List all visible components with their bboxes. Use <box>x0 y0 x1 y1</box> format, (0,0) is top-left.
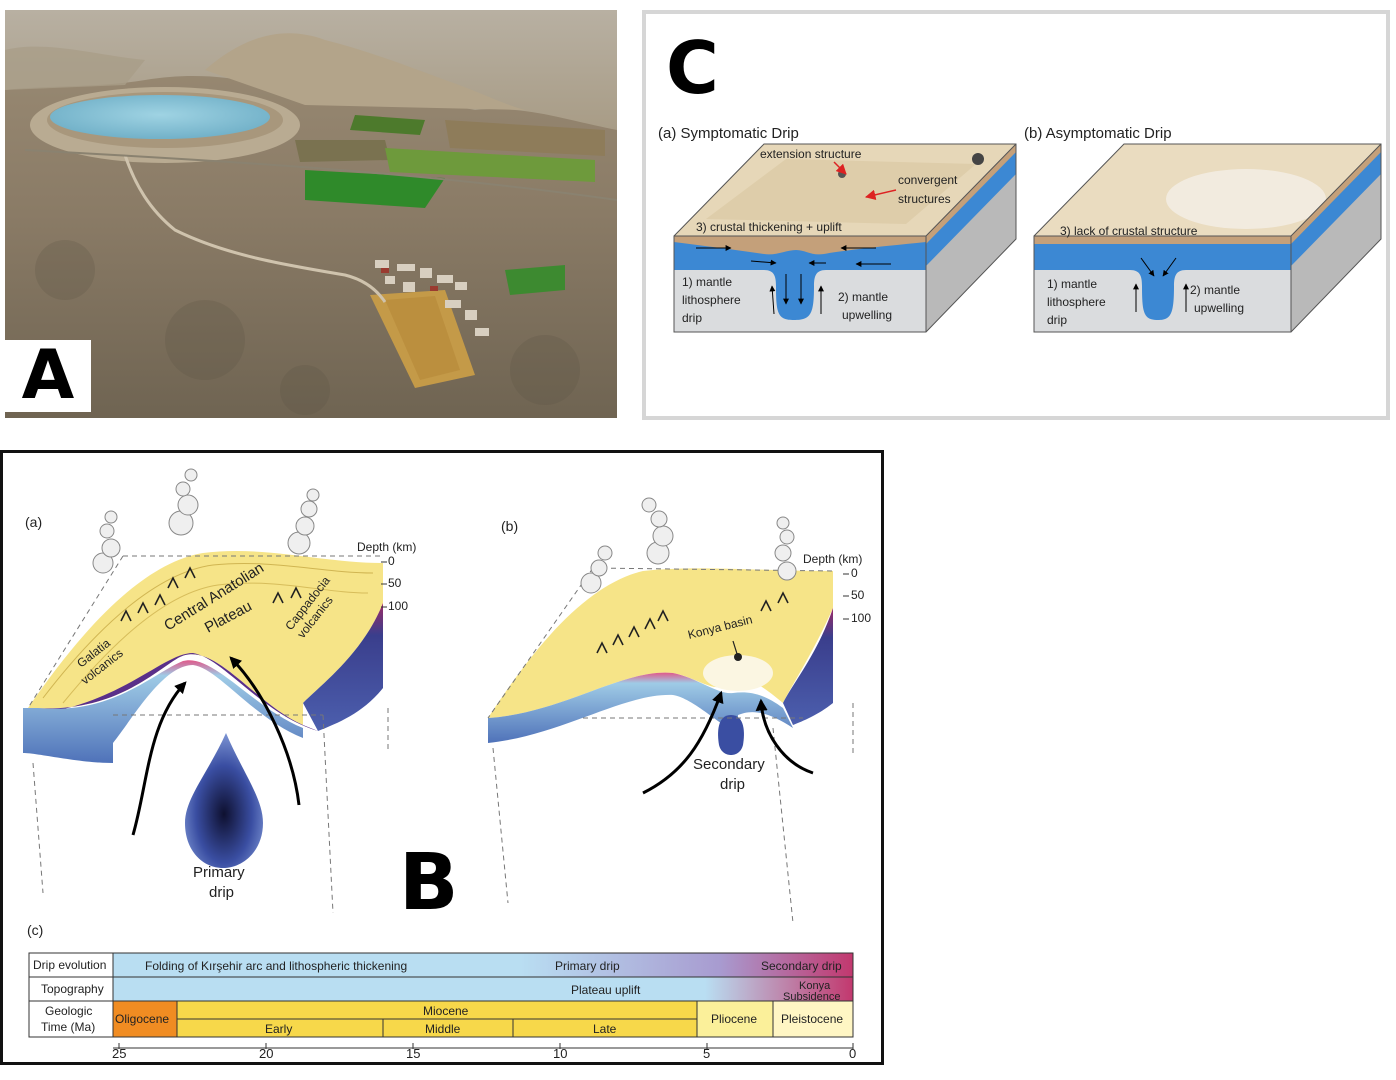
tick-10: 10 <box>553 1046 567 1061</box>
konya-basin-block <box>487 497 854 924</box>
depth-50-b: 50 <box>851 588 865 602</box>
mantle-drip-label: 1) mantle <box>682 275 732 289</box>
epoch-late: Late <box>593 1022 617 1036</box>
panel-b-letter: B <box>399 838 458 928</box>
b-mantle-drip-label: 1) mantle <box>1047 277 1097 291</box>
primary-drip-phase: Primary drip <box>555 959 620 973</box>
plateau-arch-block <box>23 468 389 914</box>
epoch-pleistocene: Pleistocene <box>781 1012 843 1026</box>
upwelling-label: 2) mantle <box>838 290 888 304</box>
plateau-uplift-label: Plateau uplift <box>571 983 641 997</box>
epoch-early: Early <box>265 1022 292 1036</box>
depth-0-b: 0 <box>851 566 858 580</box>
row-drip-evolution: Drip evolution <box>33 958 106 972</box>
b-upwelling-label-2: upwelling <box>1194 301 1244 315</box>
asymptomatic-drip-block <box>1033 143 1382 333</box>
convergent-label-2: structures <box>898 192 951 206</box>
b-mantle-drip-label-2: lithosphere <box>1047 295 1106 309</box>
depth-title-b: Depth (km) <box>803 552 862 566</box>
secondary-drip-phase: Secondary drip <box>761 959 842 973</box>
depth-100-a: 100 <box>388 599 408 613</box>
epoch-middle: Middle <box>425 1022 461 1036</box>
panel-c-letter: C <box>666 26 719 110</box>
row-geologic: Geologic <box>45 1004 92 1018</box>
depth-50-a: 50 <box>388 576 402 590</box>
thickening-label: 3) crustal thickening + uplift <box>696 220 842 234</box>
secondary-drip-label-2: drip <box>720 776 745 793</box>
tick-5: 5 <box>703 1046 710 1061</box>
panel-c-frame: C <box>642 10 1390 420</box>
panel-a-letter: A <box>5 340 91 412</box>
folding-label: Folding of Kırşehir arc and lithospheric… <box>145 959 407 973</box>
aerial-landscape-image <box>5 10 618 418</box>
lack-structure-label: 3) lack of crustal structure <box>1060 224 1198 238</box>
drip-block-diagrams: (a) Symptomatic Drip extension structure… <box>658 125 1382 333</box>
epoch-miocene: Miocene <box>423 1004 469 1018</box>
subpanel-c-tag: (c) <box>27 922 43 938</box>
tick-25: 25 <box>112 1046 126 1061</box>
konya-subsidence-label: Konya <box>799 980 831 992</box>
panel-b-frame: (a) (b) <box>0 450 884 1065</box>
timeline-table <box>28 952 854 1049</box>
plateau-drip-diagrams: (a) (b) <box>23 468 871 1061</box>
depth-0-a: 0 <box>388 554 395 568</box>
konya-subsidence-label-2: Subsidence <box>783 991 841 1003</box>
tick-15: 15 <box>406 1046 420 1061</box>
convergent-label: convergent <box>898 173 958 187</box>
extension-label: extension structure <box>760 147 862 161</box>
primary-drip-label-2: drip <box>209 884 234 901</box>
epoch-oligocene: Oligocene <box>115 1012 169 1026</box>
mantle-drip-label-3: drip <box>682 311 702 325</box>
upwelling-label-2: upwelling <box>842 308 892 322</box>
mantle-drip-label-2: lithosphere <box>682 293 741 307</box>
symptomatic-title: (a) Symptomatic Drip <box>658 125 799 142</box>
row-geologic-2: Time (Ma) <box>41 1020 95 1034</box>
subpanel-a-tag: (a) <box>25 514 42 530</box>
row-topography: Topography <box>41 982 104 996</box>
secondary-drip-label: Secondary <box>693 756 765 773</box>
tick-0: 0 <box>849 1046 856 1061</box>
primary-drip-label: Primary <box>193 864 245 881</box>
b-mantle-drip-label-3: drip <box>1047 313 1067 327</box>
asymptomatic-title: (b) Asymptomatic Drip <box>1024 125 1172 142</box>
panel-a-photo: A <box>5 10 618 418</box>
symptomatic-drip-block <box>673 143 1017 333</box>
depth-100-b: 100 <box>851 611 871 625</box>
depth-title-a: Depth (km) <box>357 540 416 554</box>
tick-20: 20 <box>259 1046 273 1061</box>
b-upwelling-label: 2) mantle <box>1190 283 1240 297</box>
subpanel-b-tag: (b) <box>501 518 518 534</box>
epoch-pliocene: Pliocene <box>711 1012 757 1026</box>
